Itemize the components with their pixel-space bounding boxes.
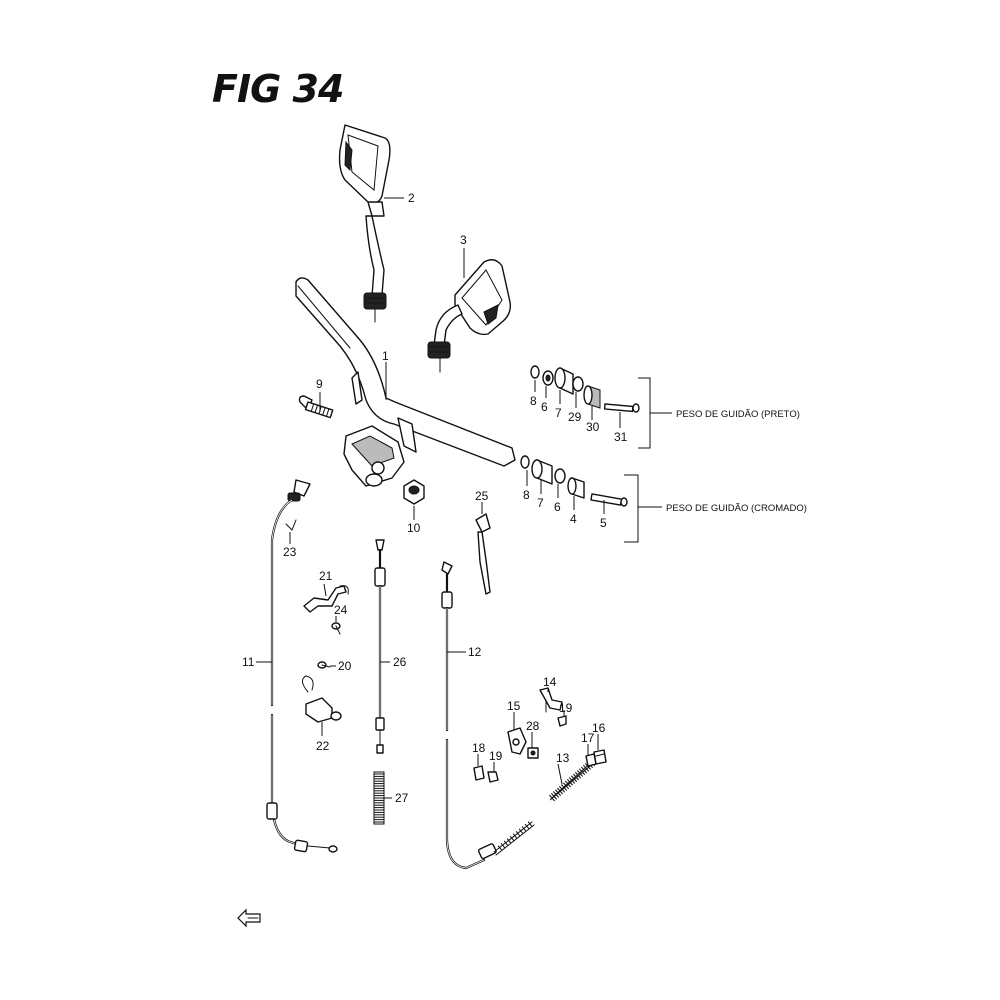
black-weight-bracket	[638, 377, 672, 449]
bracket-15	[507, 727, 527, 755]
clip-18	[473, 765, 485, 781]
clamp-nut	[403, 479, 425, 505]
callout-14: 14	[543, 675, 557, 689]
choke-cable	[374, 539, 386, 754]
callout-21: 21	[319, 569, 333, 583]
leader-lines	[256, 197, 621, 799]
callout-6a: 6	[541, 400, 548, 414]
callout-15: 15	[507, 699, 521, 713]
bracket-screw-24	[331, 622, 341, 635]
callout-6b: 6	[554, 500, 561, 514]
callout-2: 2	[408, 191, 415, 205]
callout-7b: 7	[537, 496, 544, 510]
callouts: 2 3 1 9 10 11 12 13 14 15 16 17 18 19 19…	[242, 191, 807, 805]
callout-29: 29	[568, 410, 582, 424]
callout-8a: 8	[530, 394, 537, 408]
washer-19b	[487, 771, 499, 783]
black-weight-label: PESO DE GUIDÃO (PRETO)	[676, 409, 800, 420]
chrome-bar-end-weight	[520, 455, 628, 507]
figure-title: FIG 34	[212, 67, 343, 111]
callout-22: 22	[316, 739, 330, 753]
callout-11: 11	[242, 655, 255, 669]
clamp-bolt	[298, 395, 334, 419]
left-mirror	[338, 124, 391, 323]
cable-holder-bracket	[302, 675, 342, 723]
callout-19a: 19	[559, 701, 573, 715]
callout-23: 23	[283, 545, 297, 559]
callout-24: 24	[334, 603, 348, 617]
callout-30: 30	[586, 420, 600, 434]
bracket-screw-20	[317, 661, 331, 669]
callout-9: 9	[316, 377, 323, 391]
handlebar	[295, 277, 516, 487]
front-arrow-icon	[237, 908, 261, 928]
callout-27: 27	[395, 791, 409, 805]
callout-25: 25	[475, 489, 489, 503]
callout-17: 17	[581, 731, 595, 745]
callout-10: 10	[407, 521, 421, 535]
washer-19a	[557, 715, 567, 727]
callout-3: 3	[460, 233, 467, 247]
right-mirror	[427, 259, 512, 373]
brake-cable	[441, 561, 535, 870]
bolt-28	[527, 747, 539, 759]
throttle-cable	[266, 479, 338, 853]
cable-tie	[475, 513, 491, 595]
callout-1: 1	[382, 349, 389, 363]
chrome-weight-bracket	[624, 474, 662, 543]
cable-spring	[373, 771, 385, 825]
callout-28: 28	[526, 719, 540, 733]
nut-16	[593, 749, 607, 765]
callout-20: 20	[338, 659, 352, 673]
chrome-weight-label: PESO DE GUIDÃO (CROMADO)	[666, 503, 807, 514]
callout-26: 26	[393, 655, 407, 669]
callout-7a: 7	[555, 406, 562, 420]
cable-bracket	[303, 585, 349, 613]
callout-5: 5	[600, 516, 607, 530]
callout-16: 16	[592, 721, 606, 735]
callout-19b: 19	[489, 749, 503, 763]
callout-12: 12	[468, 645, 482, 659]
callout-18: 18	[472, 741, 486, 755]
callout-31: 31	[614, 430, 628, 444]
callout-8b: 8	[523, 488, 530, 502]
black-bar-end-weight	[530, 365, 640, 413]
callout-13: 13	[556, 751, 570, 765]
cable-pin	[285, 519, 297, 531]
callout-4: 4	[570, 512, 577, 526]
